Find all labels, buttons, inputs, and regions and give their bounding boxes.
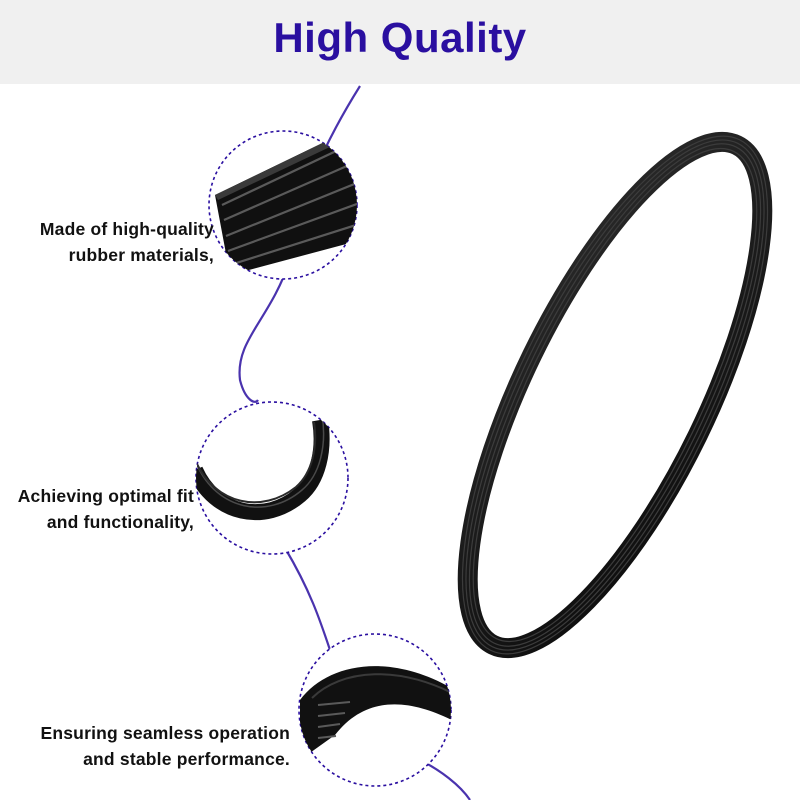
feature-material-line2: rubber materials, (68, 245, 214, 265)
belt-image (457, 131, 773, 659)
feature-material: Made of high-quality rubber materials, (40, 216, 214, 268)
feature-operation: Ensuring seamless operation and stable p… (40, 720, 290, 772)
feature-material-line1: Made of high-quality (39, 219, 214, 239)
feature-operation-line2: and stable performance. (83, 749, 290, 769)
feature-fit-line1: Achieving optimal fit (17, 486, 194, 506)
detail-circle-fit (195, 401, 349, 555)
feature-fit-line2: and functionality, (46, 512, 194, 532)
header-band (0, 0, 800, 84)
page-title: High Quality (273, 14, 527, 61)
detail-circle-ribs (208, 130, 358, 280)
detail-circle-section (298, 633, 452, 787)
feature-operation-line1: Ensuring seamless operation (40, 723, 290, 743)
feature-fit: Achieving optimal fit and functionality, (18, 483, 194, 535)
